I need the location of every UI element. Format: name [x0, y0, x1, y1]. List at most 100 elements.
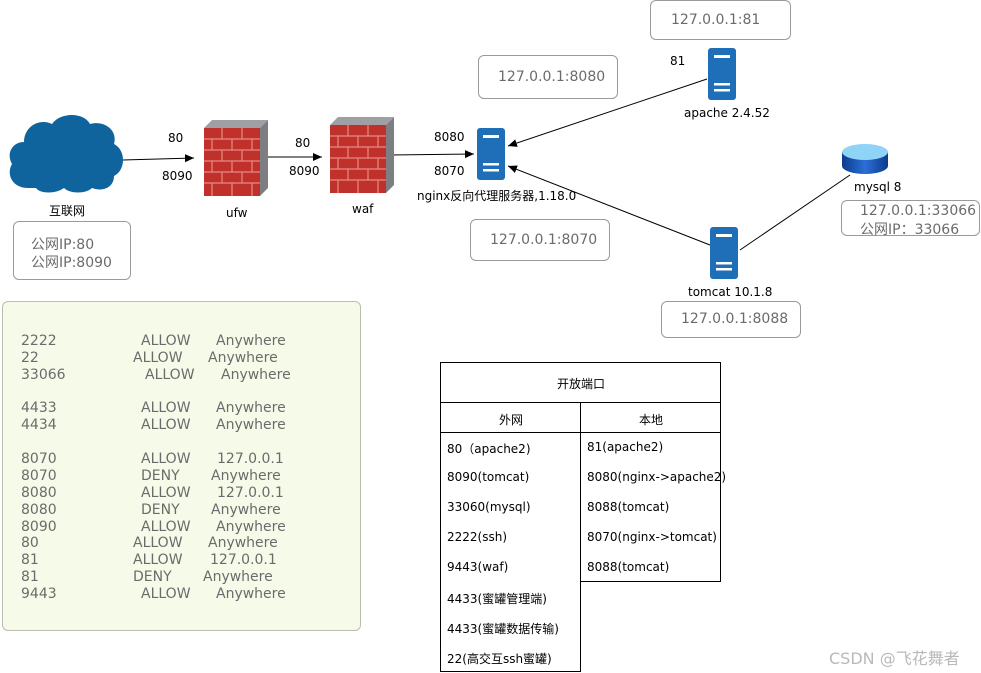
external-port-item: 4433(蜜罐管理端)	[447, 592, 547, 606]
local-port-item: 8070(nginx->tomcat)	[587, 530, 717, 544]
edge-tomcat-nginx	[507, 165, 711, 246]
internet-address-line: 公网IP:80	[31, 237, 95, 253]
rule-action: DENY	[141, 468, 180, 484]
address-text: 127.0.0.1:8088	[681, 311, 789, 327]
port-label: 8080	[434, 130, 465, 144]
nginx-8070-address-box: 127.0.0.1:8070	[470, 219, 610, 261]
rule-action: ALLOW	[141, 485, 191, 501]
internet-address-line: 公网IP:8090	[31, 255, 112, 271]
rule-port: 81	[21, 569, 39, 585]
address-text: 127.0.0.1:81	[671, 12, 761, 28]
rule-from: Anywhere	[211, 502, 281, 518]
port-table-title-cell: 开放端口	[440, 362, 721, 403]
tomcat-label: tomcat 10.1.8	[688, 285, 773, 299]
rule-action: ALLOW	[141, 333, 191, 349]
rule-action: ALLOW	[145, 367, 195, 383]
rule-from: Anywhere	[216, 417, 286, 433]
port-table-header-external: 外网	[440, 402, 581, 433]
rule-action: ALLOW	[141, 400, 191, 416]
port-label: 8090	[289, 164, 320, 178]
external-port-item: 9443(waf)	[447, 560, 509, 574]
rule-port: 8090	[21, 519, 57, 535]
edge-apache-nginx	[507, 78, 708, 147]
port-label: 81	[670, 54, 686, 68]
external-port-item: 2222(ssh)	[447, 530, 508, 544]
rule-action: DENY	[141, 502, 180, 518]
ufw-label: ufw	[226, 206, 248, 220]
internet-address-box: 公网IP:80 公网IP:8090	[13, 221, 131, 280]
nginx-8080-address-box: 127.0.0.1:8080	[478, 55, 618, 99]
rule-port: 4433	[21, 400, 57, 416]
edge-internet-ufw	[121, 154, 195, 163]
rule-port: 9443	[21, 586, 57, 602]
rule-from: 127.0.0.1	[210, 552, 277, 568]
external-port-item: 80（apache2)	[447, 442, 531, 456]
nginx-server-icon	[477, 128, 505, 180]
tomcat-address-box: 127.0.0.1:8088	[661, 301, 801, 338]
port-table-header-local: 本地	[580, 402, 721, 433]
apache-server-icon	[708, 48, 736, 100]
rule-action: ALLOW	[141, 417, 191, 433]
rule-from: Anywhere	[208, 535, 278, 551]
rule-port: 2222	[21, 333, 57, 349]
rule-port: 8070	[21, 468, 57, 484]
local-header-text: 本地	[639, 413, 664, 427]
local-port-item: 8080(nginx->apache2)	[587, 470, 727, 484]
rule-from: 127.0.0.1	[217, 485, 284, 501]
mysql-database-icon	[842, 144, 888, 174]
ufw-firewall-icon	[204, 120, 268, 196]
tomcat-server-icon	[710, 227, 738, 279]
rule-from: Anywhere	[216, 519, 286, 535]
edge-tomcat-mysql	[739, 174, 851, 251]
rule-port: 80	[21, 535, 39, 551]
local-port-item: 8088(tomcat)	[587, 560, 670, 574]
mysql-label: mysql 8	[854, 180, 902, 194]
rule-action: ALLOW	[133, 552, 183, 568]
port-table-local-column	[580, 432, 721, 582]
external-port-item: 22(高交互ssh蜜罐)	[447, 652, 552, 666]
rule-from: Anywhere	[203, 569, 273, 585]
nginx-label: nginx反向代理服务器,1.18.0	[417, 189, 577, 203]
address-text: 127.0.0.1:8080	[498, 69, 606, 85]
rule-action: DENY	[133, 569, 172, 585]
external-port-item: 33060(mysql)	[447, 500, 531, 514]
external-header-text: 外网	[499, 413, 524, 427]
port-label: 80	[168, 131, 184, 145]
edge-waf-nginx	[389, 150, 475, 159]
address-text: 127.0.0.1:33066	[860, 203, 977, 219]
apache-address-box: 127.0.0.1:81	[650, 0, 791, 40]
local-port-item: 8088(tomcat)	[587, 500, 670, 514]
rule-action: ALLOW	[141, 519, 191, 535]
external-port-item: 4433(蜜罐数据传输)	[447, 622, 559, 636]
waf-firewall-icon	[330, 117, 394, 193]
rule-from: Anywhere	[216, 333, 286, 349]
rule-port: 81	[21, 552, 39, 568]
rule-from: Anywhere	[216, 400, 286, 416]
port-table-external-column	[440, 432, 581, 672]
rule-action: ALLOW	[141, 451, 191, 467]
rule-action: ALLOW	[133, 535, 183, 551]
port-label: 8090	[162, 169, 193, 183]
rule-port: 8080	[21, 502, 57, 518]
rule-port: 8070	[21, 451, 57, 467]
apache-label: apache 2.4.52	[684, 106, 770, 120]
address-text: 127.0.0.1:8070	[490, 232, 598, 248]
port-label: 8070	[434, 164, 465, 178]
rule-action: ALLOW	[141, 586, 191, 602]
rule-from: 127.0.0.1	[217, 451, 284, 467]
rule-port: 33066	[21, 367, 66, 383]
rule-from: Anywhere	[216, 586, 286, 602]
local-port-item: 81(apache2)	[587, 440, 664, 454]
rule-from: Anywhere	[211, 468, 281, 484]
rule-from: Anywhere	[221, 367, 291, 383]
rule-port: 8080	[21, 485, 57, 501]
watermark: CSDN @飞花舞者	[829, 649, 960, 668]
address-text: 公网IP：33066	[860, 222, 960, 238]
waf-label: waf	[352, 202, 374, 216]
internet-cloud-icon	[9, 115, 123, 193]
rule-port: 4434	[21, 417, 57, 433]
mysql-address-box: 127.0.0.1:33066 公网IP：33066	[841, 200, 980, 238]
internet-label: 互联网	[49, 204, 86, 218]
